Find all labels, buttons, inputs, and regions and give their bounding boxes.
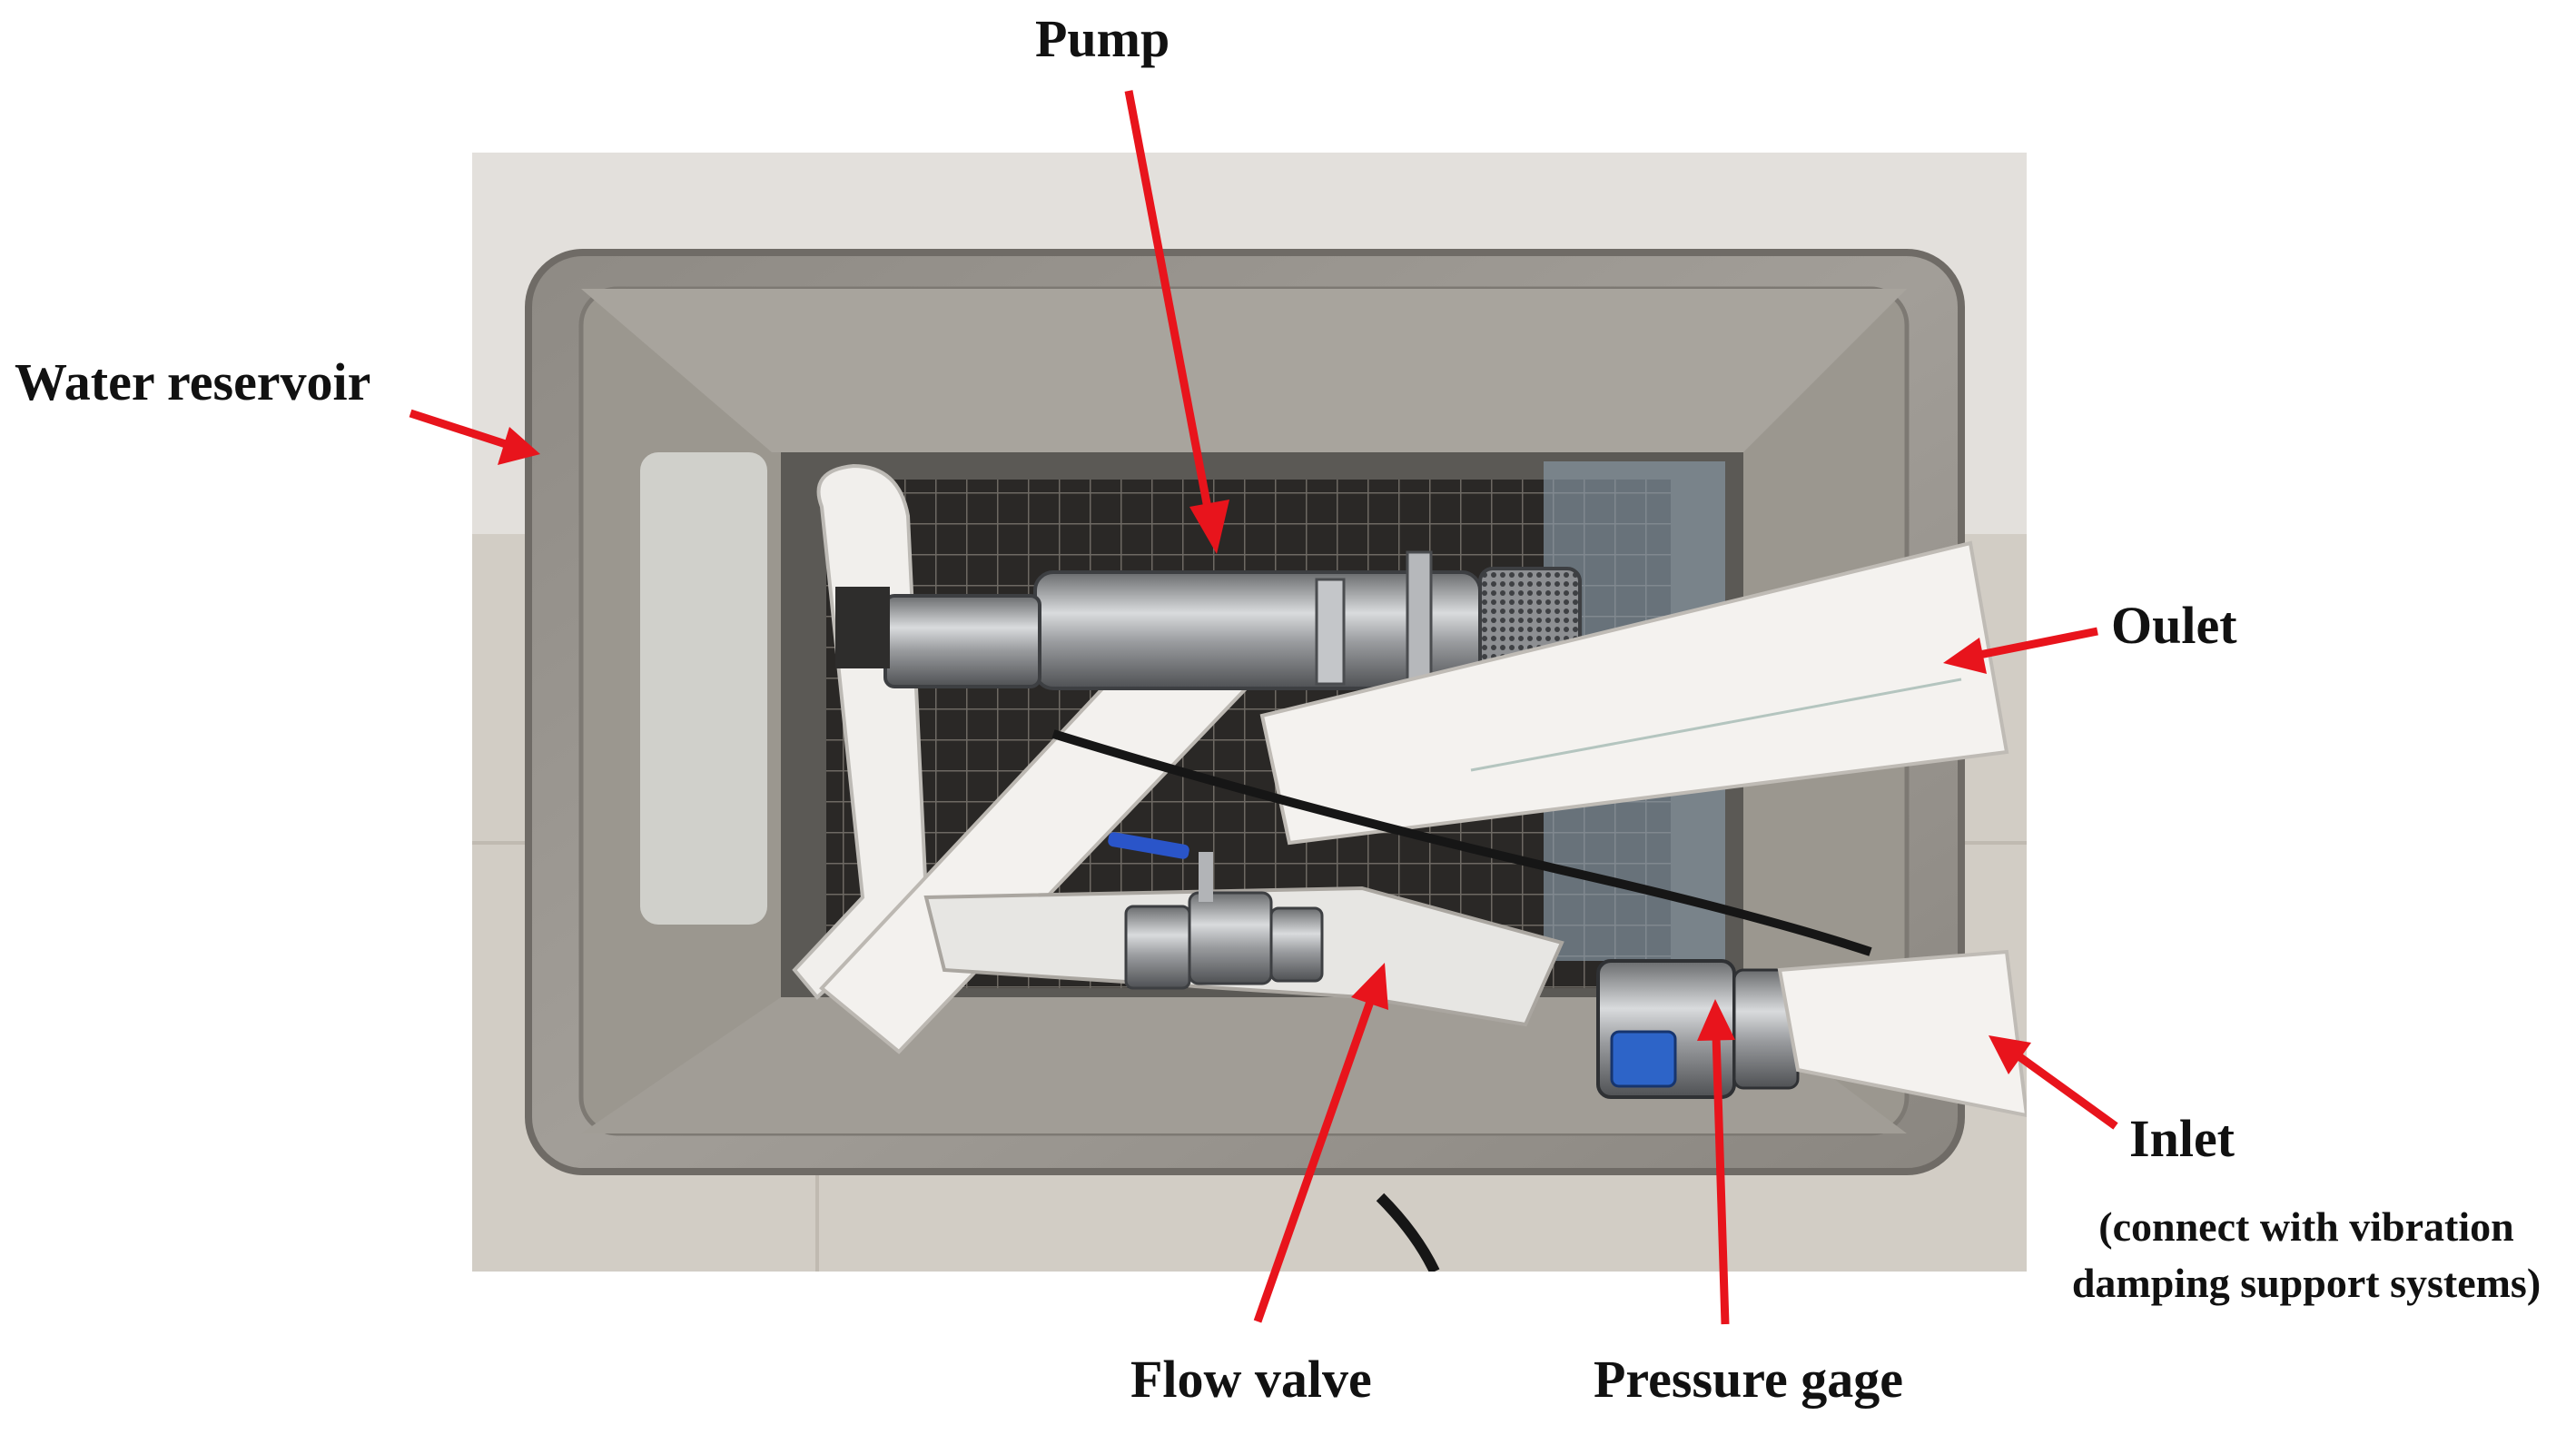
pump-rig-photo: [472, 153, 2027, 1272]
label-flow-valve: Flow valve: [1130, 1350, 1372, 1409]
label-inlet: Inlet: [2129, 1109, 2235, 1168]
label-outlet: Oulet: [2111, 596, 2237, 655]
label-water-reservoir: Water reservoir: [15, 352, 371, 411]
label-inlet-note-line1: (connect with vibration: [2098, 1203, 2514, 1250]
label-inlet-note-line2: damping support systems): [2071, 1260, 2541, 1307]
label-pressure-gage: Pressure gage: [1594, 1350, 1903, 1409]
label-pump: Pump: [1035, 9, 1170, 68]
label-inlet-note: (connect with vibration damping support …: [2043, 1199, 2570, 1311]
